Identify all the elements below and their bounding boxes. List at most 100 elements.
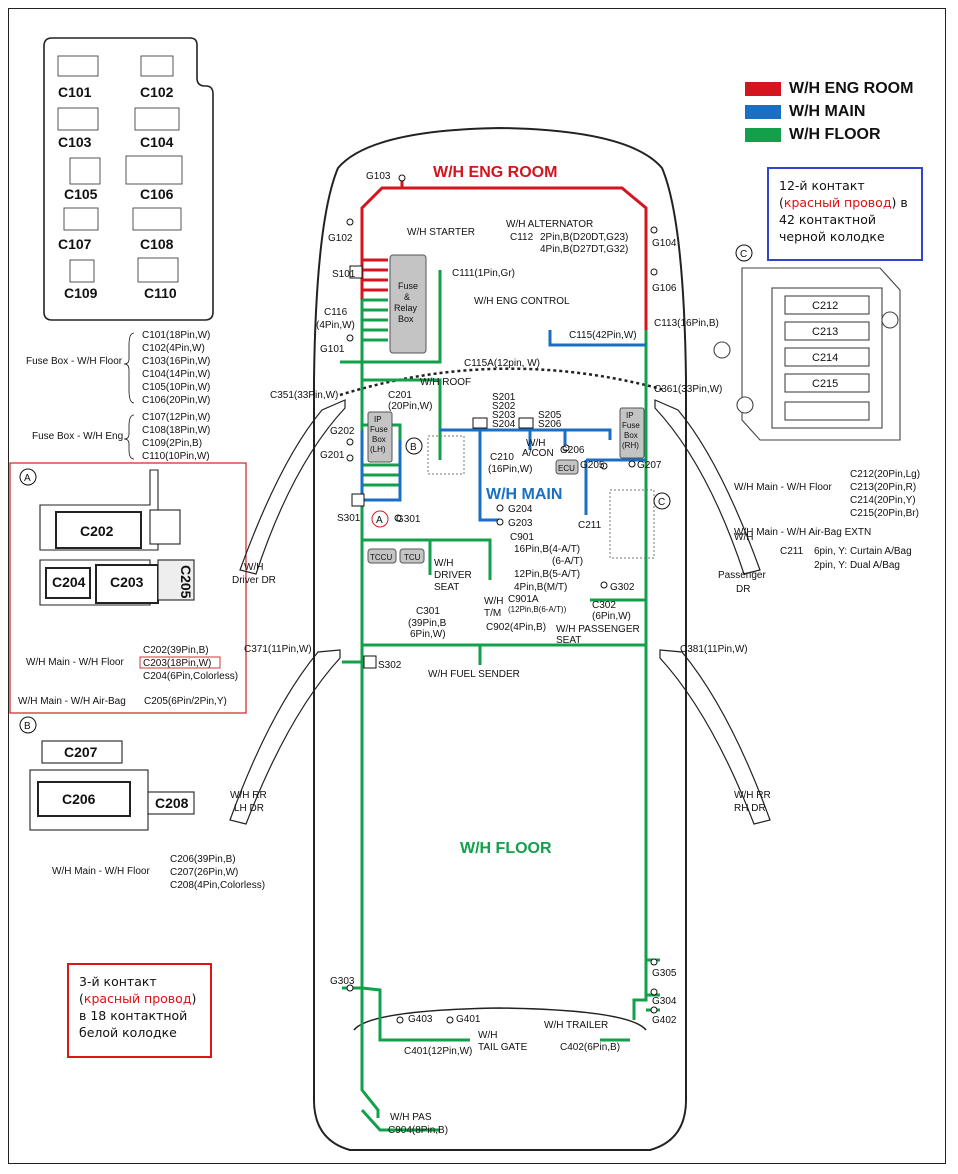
detail-a-boxes: C202 C204 C203 C205 xyxy=(52,523,194,599)
ecu-label: ECU xyxy=(558,464,575,473)
c301-label: C301 xyxy=(416,606,440,617)
fuse-eng-list: Fuse Box - W/H Eng C107(12Pin,W) C108(18… xyxy=(32,412,210,462)
rr-lh-label: W/H RR xyxy=(230,790,267,801)
legend-swatch-red xyxy=(745,82,781,96)
g103-label: G103 xyxy=(366,171,391,182)
fuse-floor-item: C101(18Pin,W) xyxy=(142,330,210,341)
c204-box-label: C204 xyxy=(52,574,86,590)
c214-slot-label: C214 xyxy=(812,352,838,364)
trailer-label: W/H TRAILER xyxy=(544,1020,608,1031)
s205-label: S205 xyxy=(538,410,562,421)
marker-c xyxy=(653,492,671,510)
detail-a-item: C204(6Pin,Colorless) xyxy=(143,671,238,682)
detail-c-c211-line: 6pin, Y: Curtain A/Bag xyxy=(814,546,912,557)
c106-label: C106 xyxy=(140,186,174,202)
ip-text: Box xyxy=(624,431,638,440)
detail-a-item: C203(18Pin,W) xyxy=(143,658,211,669)
tailgate-label: TAIL GATE xyxy=(478,1042,528,1053)
fuel-sender-label: W/H FUEL SENDER xyxy=(428,669,520,680)
c901-label: C901 xyxy=(510,532,534,543)
acon-label: W/H xyxy=(526,438,545,449)
brace xyxy=(123,332,135,404)
c361-label: C361(33Pin,W) xyxy=(654,384,722,395)
marker-a-label: A xyxy=(376,515,383,526)
ip-text: IP xyxy=(626,411,634,420)
fuse-eng-item: C108(18Pin,W) xyxy=(142,425,210,436)
detail-c-item: C214(20Pin,Y) xyxy=(850,495,916,506)
g302-label: G302 xyxy=(610,582,635,593)
c401-label: C401(12Pin,W) xyxy=(404,1046,472,1057)
detail-a-airbag-label: W/H Main - W/H Air-Bag xyxy=(18,696,126,707)
c351-label: C351(33Pin,W) xyxy=(270,390,338,401)
legend-label: W/H FLOOR xyxy=(789,126,881,143)
pass-seat-label: W/H PASSENGER xyxy=(556,624,640,635)
detail-b-item: C207(26Pin,W) xyxy=(170,867,238,878)
roof-dashed-line xyxy=(339,367,666,397)
fuse-relay-text: Fuse xyxy=(398,281,418,291)
c215-slot-label: C215 xyxy=(812,378,838,390)
title-floor: W/H FLOOR xyxy=(460,840,552,857)
c381-label: C381(11Pin,W) xyxy=(680,644,748,655)
legend-swatch-green xyxy=(745,128,781,142)
detail-c-marker-label: C xyxy=(740,249,747,260)
connector-panel-labels: C101 C102 C103 C104 C105 C106 C107 C108 … xyxy=(58,84,177,301)
g301-label: G301 xyxy=(396,514,421,525)
roof-label: W/H ROOF xyxy=(420,377,471,388)
component-labels: G103 G102 G104 G106 G101 G202 G201 S101 … xyxy=(230,171,771,1136)
c202-box-label: C202 xyxy=(80,523,114,539)
detail-c-floor-label: W/H Main - W/H Floor xyxy=(734,482,832,493)
marker-labels: A B C xyxy=(376,442,665,526)
detail-b-item: C206(39Pin,B) xyxy=(170,854,236,865)
fuse-eng-title: Fuse Box - W/H Eng xyxy=(32,431,123,442)
c116b-label: (4Pin,W) xyxy=(316,320,355,331)
c302-label: C302 xyxy=(592,600,616,611)
ip-text: (LH) xyxy=(370,445,386,454)
detail-c-item: C213(20Pin,R) xyxy=(850,482,916,493)
ip-text: (RH) xyxy=(622,441,639,450)
c301b-label: (39Pin,B xyxy=(408,618,447,629)
c101-label: C101 xyxy=(58,84,92,100)
car-body-outline xyxy=(313,126,687,1151)
c207-box-label: C207 xyxy=(64,744,98,760)
detail-b-floor-label: W/H Main - W/H Floor xyxy=(52,866,150,877)
ip-fuse-box-lh xyxy=(367,411,393,463)
c210b-label: (16Pin,W) xyxy=(488,464,532,475)
connector-drawings xyxy=(57,55,183,283)
c104-label: C104 xyxy=(140,134,174,150)
ground-points xyxy=(346,174,658,1024)
marker-c-label: C xyxy=(658,497,665,508)
s302-label: S302 xyxy=(378,660,402,671)
g304-label: G304 xyxy=(652,996,677,1007)
fuse-relay-text: Box xyxy=(398,314,414,324)
fuse-floor-item: C106(20Pin,W) xyxy=(142,395,210,406)
detail-b-labels: W/H Main - W/H Floor C206(39Pin,B) C207(… xyxy=(52,854,265,891)
c901-line: 12Pin,B(5-A/T) xyxy=(514,569,580,580)
c901a-label: C901A xyxy=(508,594,539,605)
rr-lh-label: LH DR xyxy=(234,803,264,814)
c302b-label: (6Pin,W) xyxy=(592,611,631,622)
detail-a-labels: W/H Main - W/H Floor C202(39Pin,B) C203(… xyxy=(18,645,238,707)
c206-box-label: C206 xyxy=(62,791,96,807)
c103-label: C103 xyxy=(58,134,92,150)
g102-label: G102 xyxy=(328,233,353,244)
eng-control-label: W/H ENG CONTROL xyxy=(474,296,570,307)
tccu-box xyxy=(367,548,397,564)
c901-line: 16Pin,B(4-A/T) xyxy=(514,544,580,555)
pass-dr-label: W/H xyxy=(734,532,753,543)
s101-label: S101 xyxy=(332,269,356,280)
legend-main: W/H MAIN xyxy=(745,103,865,121)
c102-label: C102 xyxy=(140,84,174,100)
s204-label: S204 xyxy=(492,419,516,430)
tailgate-label: W/H xyxy=(478,1030,497,1041)
fuse-eng-item: C110(10Pin,W) xyxy=(142,451,210,462)
acon-label: A/CON xyxy=(522,448,554,459)
fuse-floor-title: Fuse Box - W/H Floor xyxy=(26,356,123,367)
g204-label: G204 xyxy=(508,504,533,515)
fuse-relay-box xyxy=(389,254,427,354)
driver-dr-label: W/H xyxy=(244,562,263,573)
note-red-text: красный провод xyxy=(783,195,892,210)
detail-c-c211: C211 xyxy=(780,546,804,557)
detail-c-labels: W/H Main - W/H Floor C212(20Pin,Lg) C213… xyxy=(734,469,920,571)
ip-text: IP xyxy=(374,415,382,424)
